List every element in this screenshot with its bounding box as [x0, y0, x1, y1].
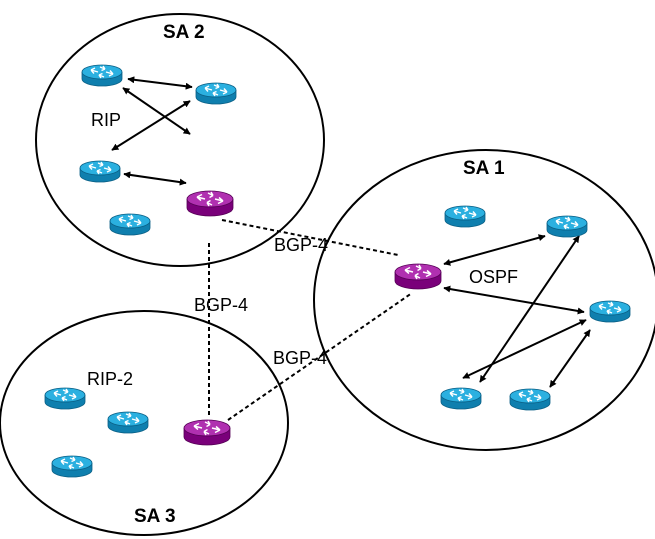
- area-sa2-title: SA 2: [163, 22, 205, 43]
- bgp-link-sa3-sa1: [227, 292, 413, 421]
- protocol-label-rip2: RIP-2: [87, 369, 134, 389]
- area-sa1-boundary: [313, 149, 655, 451]
- bgp-label-sa3-sa1: BGP-4: [273, 348, 328, 368]
- router-icon: [109, 213, 151, 236]
- rip-link: [123, 171, 187, 186]
- router-icon: [79, 160, 121, 183]
- area-sa3-boundary: [0, 310, 289, 536]
- router-icon: [107, 411, 149, 434]
- router-icon: [444, 205, 486, 228]
- protocol-label-ospf: OSPF: [469, 267, 519, 287]
- rip-link: [122, 87, 191, 135]
- router-icon: [546, 215, 588, 238]
- router-icon: [509, 388, 551, 411]
- rip-link: [127, 76, 193, 90]
- router-icon: [44, 387, 86, 410]
- bgp-label-sa2-sa1: BGP-4: [274, 235, 329, 255]
- border-router-icon: [394, 263, 442, 290]
- area-sa3-title: SA 3: [134, 506, 176, 527]
- border-router-icon: [183, 419, 231, 446]
- bgp-label-sa2-sa3: BGP-4: [194, 295, 249, 315]
- router-icon: [440, 387, 482, 410]
- router-icon: [51, 455, 93, 478]
- rip-link: [111, 100, 191, 151]
- ospf-link: [443, 285, 585, 315]
- area-sa1-title: SA 1: [463, 158, 505, 179]
- router-icon: [589, 300, 631, 323]
- router-icon: [195, 82, 237, 105]
- ospf-link: [549, 329, 591, 388]
- ospf-link: [462, 319, 587, 379]
- protocol-label-rip: RIP: [91, 110, 122, 130]
- ospf-link: [443, 234, 546, 266]
- bgp-link-sa2-sa1: [221, 219, 399, 256]
- border-router-icon: [186, 190, 234, 217]
- router-icon: [81, 64, 123, 87]
- area-sa2-boundary: [35, 13, 325, 267]
